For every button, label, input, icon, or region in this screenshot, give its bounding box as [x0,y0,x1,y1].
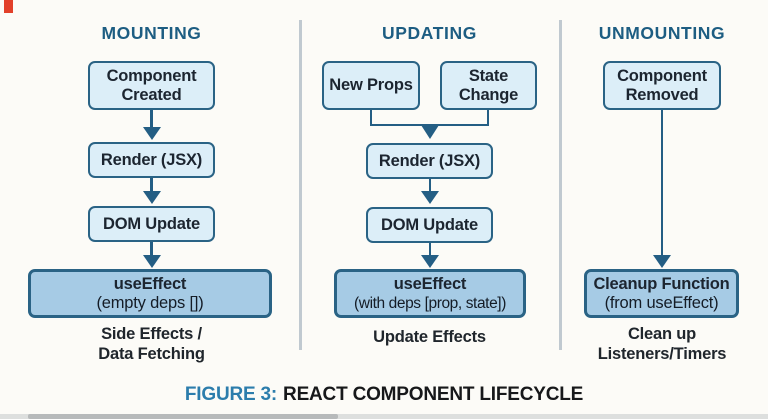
caption-line: Data Fetching [98,345,205,363]
bottom-edge-band-dark [28,414,338,419]
caption-mounting: Side Effects / Data Fetching [41,324,262,364]
caption-unmounting: Clean up Listeners/Timers [562,324,762,364]
node-dom-update: DOM Update [88,206,215,242]
node-line: useEffect [113,274,187,293]
flow-line [428,179,431,193]
node-line: Component [106,66,197,85]
node-new-props: New Props [322,61,420,110]
figure-caption-title: REACT COMPONENT LIFECYCLE [283,384,584,405]
flow-line [150,242,153,257]
node-state-change: State Change [440,61,537,110]
flow-line [150,178,153,193]
node-dom-update-update: DOM Update [366,207,493,243]
arrow-down-icon [421,255,439,268]
arrow-down-icon [142,127,161,140]
arrow-down-icon [142,255,161,268]
arrow-down-icon [420,125,439,139]
figure-caption: FIGURE 3:REACT COMPONENT LIFECYCLE [0,384,768,406]
column-title-mounting: MOUNTING [101,23,202,43]
node-subline: (empty deps []) [96,293,204,312]
figure-caption-label: FIGURE 3: [184,384,278,405]
node-useeffect-mount: useEffect (empty deps []) [28,269,272,318]
node-line: Change [458,85,519,104]
node-line: Removed [625,85,699,104]
node-cleanup-function: Cleanup Function (from useEffect) [584,269,739,318]
bottom-edge-band [0,414,768,419]
caption-updating: Update Effects [373,328,486,346]
merge-connector [370,110,489,126]
flow-line [150,110,153,129]
node-line: DOM Update [380,215,478,234]
node-render-jsx-update: Render (JSX) [366,143,493,179]
arrow-down-icon [421,191,439,204]
node-useeffect-update: useEffect (with deps [prop, state]) [334,269,526,318]
red-corner-mark [4,0,13,13]
node-subline: (from useEffect) [604,293,719,312]
column-title-updating: UPDATING [382,23,477,43]
node-line: useEffect [393,274,467,293]
node-line: Render (JSX) [100,150,203,169]
node-line: Component [617,66,707,85]
node-line: Cleanup Function [593,274,730,293]
caption-line: Side Effects / [101,325,202,343]
node-line: DOM Update [102,214,200,233]
node-render-jsx: Render (JSX) [88,142,215,178]
caption-line: Listeners/Timers [597,345,727,363]
node-line: Render (JSX) [378,151,481,170]
flow-line [428,243,431,257]
node-line: Created [121,85,182,104]
node-subline: (with deps [prop, state]) [354,294,506,312]
column-divider-1 [299,20,302,350]
flow-line [660,110,663,256]
column-title-unmounting: UNMOUNTING [598,23,726,43]
node-line: State [468,66,509,85]
column-divider-2 [559,20,562,350]
node-line: New Props [329,76,413,94]
arrow-down-icon [653,255,671,268]
arrow-down-icon [142,191,161,204]
caption-line: Clean up [627,325,697,343]
node-component-removed: Component Removed [603,61,721,110]
node-component-created: Component Created [88,61,215,110]
